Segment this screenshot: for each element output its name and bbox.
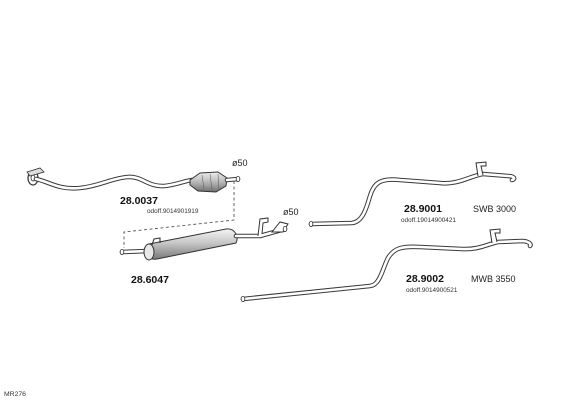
tail-pipe-swb-part-number: 28.9001: [404, 203, 442, 215]
tail-pipe-28-9001[interactable]: [308, 161, 517, 227]
tail-pipe-mwb-variant-label: MWB 3550: [471, 274, 516, 284]
front-pipe-part-number: 28.0037: [120, 195, 158, 207]
tail-pipe-mwb-part-number: 28.9002: [406, 273, 444, 285]
front-pipe-28-0037[interactable]: [26, 167, 241, 193]
front-pipe-diameter-label: ø50: [232, 158, 248, 168]
diagram-code: MR276: [4, 391, 26, 398]
muffler-part-number: 28.6047: [131, 274, 169, 286]
tail-pipe-28-9002[interactable]: [240, 228, 533, 302]
tail-pipe-swb-variant-label: SWB 3000: [473, 204, 516, 214]
connection-dashed-line: [123, 181, 235, 248]
front-pipe-oe-number: odoff.9014901919: [147, 208, 199, 215]
tail-pipe-mwb-oe-number: odoff.9014900521: [406, 287, 458, 294]
muffler-28-6047[interactable]: [119, 217, 289, 261]
catalytic-converter: [189, 171, 228, 193]
muffler-diameter-label: ø50: [283, 207, 299, 217]
tail-pipe-swb-oe-number: odoff.19014900421: [401, 217, 456, 224]
